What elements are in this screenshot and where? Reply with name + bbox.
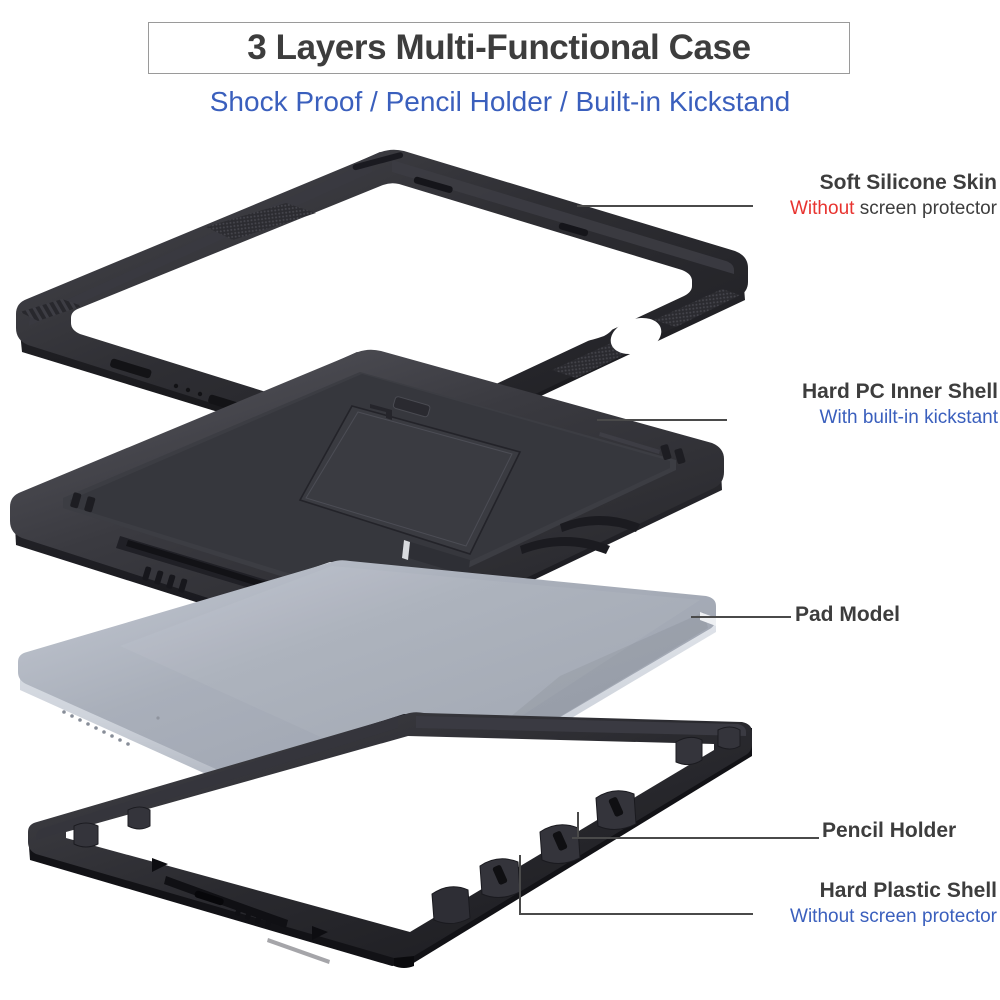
callout-title-hard-plastic-shell: Hard Plastic Shell bbox=[819, 879, 997, 902]
callout-pencil-holder: Pencil Holder bbox=[822, 819, 957, 842]
leader-lines bbox=[519, 205, 819, 915]
callout-hard-pc-inner-shell: Hard PC Inner Shell With built-in kickst… bbox=[730, 380, 998, 429]
pencil-holder-clips bbox=[431, 790, 637, 924]
callout-sub-hard-pc-inner-shell: With built-in kickstant bbox=[819, 407, 998, 429]
callout-sub-soft-silicone-skin: Without screen protector bbox=[757, 198, 997, 220]
callout-title-pencil-holder: Pencil Holder bbox=[822, 819, 957, 842]
callout-pad-model: Pad Model bbox=[795, 603, 901, 626]
callout-title-soft-silicone-skin: Soft Silicone Skin bbox=[819, 171, 997, 194]
callout-sub-emphasis: Without bbox=[790, 198, 855, 220]
callout-title-hard-pc-inner-shell: Hard PC Inner Shell bbox=[801, 380, 998, 403]
callout-soft-silicone-skin: Soft Silicone Skin Without screen protec… bbox=[757, 171, 997, 220]
callout-sub-hard-plastic-shell: Without screen protector bbox=[790, 906, 997, 928]
layer-hard-pc-inner-shell bbox=[10, 349, 724, 655]
page-title: 3 Layers Multi-Functional Case bbox=[247, 28, 751, 67]
callout-sub-rest: screen protector bbox=[854, 198, 997, 220]
leader-line-hard-plastic-shell bbox=[519, 855, 753, 915]
page-subtitle: Shock Proof / Pencil Holder / Built-in K… bbox=[209, 86, 791, 117]
layer-hard-plastic-shell bbox=[28, 712, 752, 968]
callout-hard-plastic-shell: Hard Plastic Shell Without screen protec… bbox=[757, 879, 997, 928]
page-title-box: 3 Layers Multi-Functional Case bbox=[148, 22, 850, 74]
callout-title-pad-model: Pad Model bbox=[795, 603, 901, 626]
layer-soft-silicone-skin bbox=[16, 149, 748, 464]
